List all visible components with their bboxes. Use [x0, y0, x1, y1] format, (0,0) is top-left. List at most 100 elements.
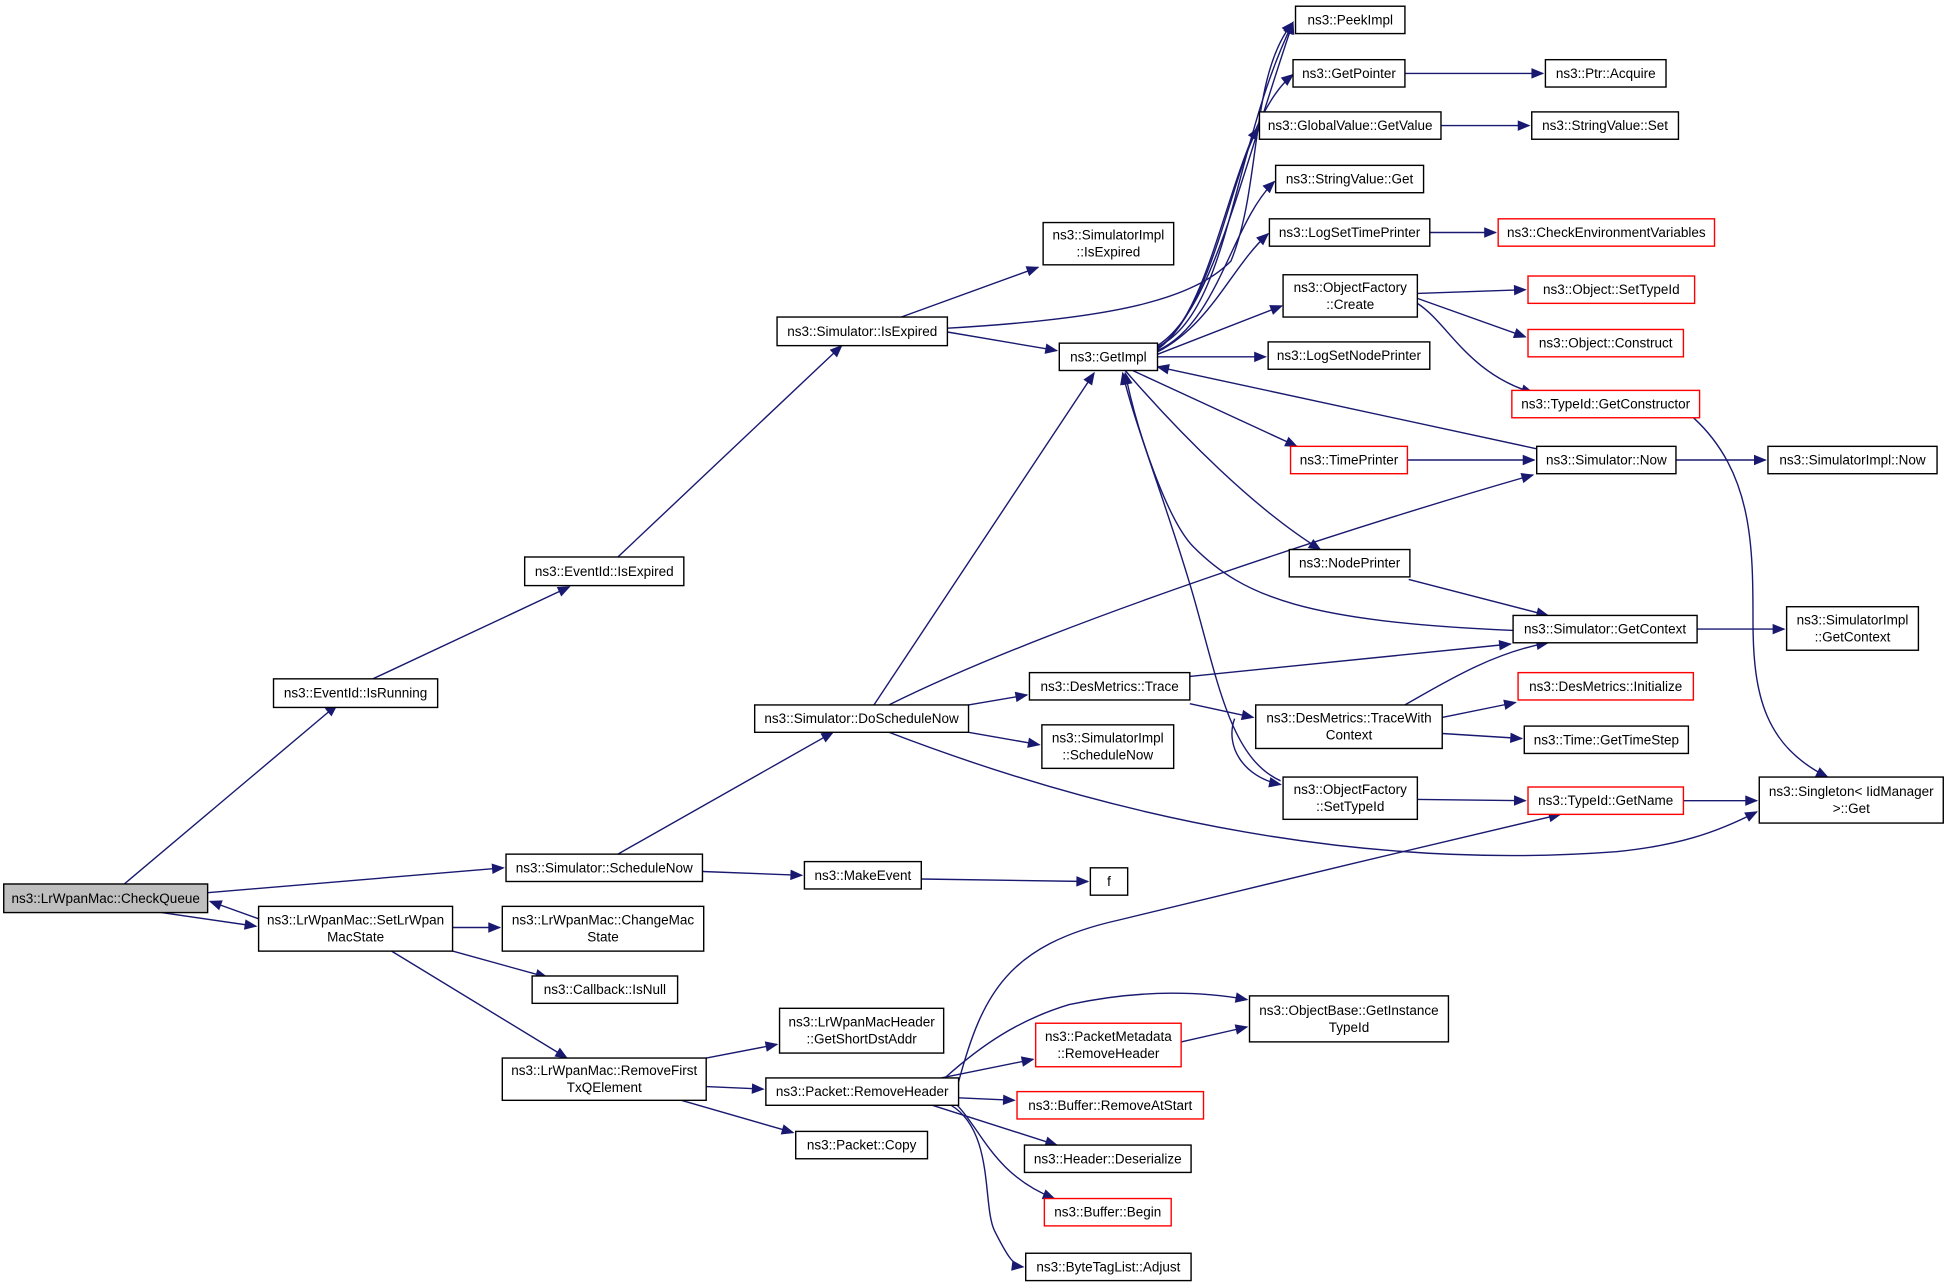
node-label: ns3::GlobalValue::GetValue [1268, 118, 1433, 133]
graph-node-dminit[interactable]: ns3::DesMetrics::Initialize [1517, 671, 1695, 701]
graph-node-getshortdst[interactable]: ns3::LrWpanMacHeader::GetShortDstAddr [778, 1007, 945, 1054]
call-edge-to-hdrdeser [932, 1104, 1058, 1146]
graph-node-pktremovehdr[interactable]: ns3::Packet::RemoveHeader [765, 1077, 960, 1106]
call-edge-to-ofsettypeid [1231, 718, 1281, 786]
graph-node-hdrdeser[interactable]: ns3::Header::Deserialize [1023, 1144, 1192, 1174]
node-box [1512, 614, 1698, 644]
call-edge-to-simgetcontext [1404, 642, 1549, 706]
node-label: ns3::LrWpanMacHeader [788, 1015, 935, 1030]
graph-node-pktcopy[interactable]: ns3::Packet::Copy [795, 1130, 929, 1160]
arrowhead [1020, 1056, 1035, 1067]
graph-node-getpointer[interactable]: ns3::GetPointer [1292, 58, 1406, 88]
arrowhead [1269, 305, 1284, 315]
node-label: ns3::TimePrinter [1300, 453, 1399, 468]
graph-node-btladjust[interactable]: ns3::ByteTagList::Adjust [1025, 1252, 1192, 1282]
arrowhead [1044, 343, 1059, 354]
node-box [1025, 1252, 1192, 1282]
node-label: ns3::Simulator::Now [1546, 453, 1667, 468]
graph-node-strget[interactable]: ns3::StringValue::Get [1274, 164, 1425, 194]
node-label: State [587, 930, 619, 945]
graph-node-pmremovehdr[interactable]: ns3::PacketMetadata::RemoveHeader [1034, 1022, 1182, 1068]
node-label: ::GetShortDstAddr [806, 1032, 917, 1047]
node-box [1016, 1090, 1205, 1120]
graph-node-dmtrace[interactable]: ns3::DesMetrics::Trace [1028, 671, 1191, 701]
graph-node-ofcreate[interactable]: ns3::ObjectFactory::Create [1282, 274, 1419, 318]
node-label: f [1107, 874, 1111, 889]
arrowhead [1240, 709, 1255, 721]
graph-node-gvgetvalue[interactable]: ns3::GlobalValue::GetValue [1258, 111, 1442, 140]
graph-node-implsched[interactable]: ns3::SimulatorImpl::ScheduleNow [1041, 724, 1175, 770]
graph-node-tidgetname[interactable]: ns3::TypeId::GetName [1527, 786, 1685, 816]
node-label: ns3::Packet::RemoveHeader [776, 1084, 949, 1099]
call-edge-to-makeevent [702, 870, 802, 876]
node-box [1058, 342, 1159, 372]
graph-node-peekimpl[interactable]: ns3::PeekImpl [1294, 5, 1406, 35]
node-box [1034, 1022, 1182, 1068]
graph-node-simexpired[interactable]: ns3::Simulator::IsExpired [776, 316, 949, 347]
node-box [1523, 725, 1690, 755]
node-label: ::SetTypeId [1316, 799, 1384, 814]
node-label: ns3::Time::GetTimeStep [1534, 732, 1679, 747]
node-label: ns3::PacketMetadata [1045, 1029, 1172, 1044]
arrowhead [1076, 876, 1090, 887]
graph-node-bufbegin[interactable]: ns3::Buffer::Begin [1043, 1197, 1172, 1227]
arrowhead [1262, 180, 1276, 194]
arrowhead [1025, 266, 1040, 277]
node-box [1282, 274, 1419, 318]
arrowhead [1513, 795, 1527, 806]
node-label: ns3::SimulatorImpl [1797, 612, 1909, 627]
graph-node-singleton[interactable]: ns3::Singleton< IidManager>::Get [1758, 776, 1944, 824]
graph-node-nodeprinter[interactable]: ns3::NodePrinter [1288, 548, 1411, 578]
graph-node-simgetcontext[interactable]: ns3::Simulator::GetContext [1512, 614, 1698, 644]
call-edge-to-dosched [617, 731, 834, 855]
node-label: ns3::TypeId::GetConstructor [1521, 397, 1690, 412]
node-box [1758, 776, 1944, 824]
graph-node-logsetnode[interactable]: ns3::LogSetNodePrinter [1267, 341, 1431, 370]
call-edge-to-objconstruct [1417, 297, 1526, 338]
arrowhead [1280, 73, 1295, 86]
graph-node-getimpl[interactable]: ns3::GetImpl [1058, 342, 1159, 372]
node-box [1767, 445, 1938, 475]
graph-node-isrunning[interactable]: ns3::EventId::IsRunning [272, 678, 439, 709]
node-label: ns3::Ptr::Acquire [1556, 66, 1656, 81]
graph-node-getconstructor[interactable]: ns3::TypeId::GetConstructor [1511, 389, 1701, 419]
graph-node-ofsettypeid[interactable]: ns3::ObjectFactory::SetTypeId [1282, 776, 1419, 821]
node-box [1089, 867, 1129, 896]
graph-node-strset[interactable]: ns3::StringValue::Set [1531, 111, 1680, 140]
node-label: ns3::Simulator::GetContext [1524, 622, 1686, 637]
graph-node-cbisnull[interactable]: ns3::Callback::IsNull [531, 975, 679, 1005]
node-box [523, 556, 685, 587]
graph-node-timeprinter[interactable]: ns3::TimePrinter [1289, 445, 1409, 475]
call-edge-to-singleton [1692, 417, 1828, 778]
graph-node-objsettypeid[interactable]: ns3::Object::SetTypeId [1527, 275, 1696, 305]
graph-node-simnow[interactable]: ns3::Simulator::Now [1536, 445, 1677, 475]
graph-node-bufremove[interactable]: ns3::Buffer::RemoveAtStart [1016, 1090, 1205, 1120]
graph-node-evexpired[interactable]: ns3::EventId::IsExpired [523, 556, 685, 587]
graph-node-checkenv[interactable]: ns3::CheckEnvironmentVariables [1497, 218, 1716, 247]
graph-node-timestep[interactable]: ns3::Time::GetTimeStep [1523, 725, 1690, 755]
graph-node-implnow[interactable]: ns3::SimulatorImpl::Now [1767, 445, 1938, 475]
call-edge-to-getimpl [873, 372, 1095, 706]
arrowhead [1283, 21, 1294, 36]
graph-node-logsettime[interactable]: ns3::LogSetTimePrinter [1268, 218, 1431, 247]
arrowhead [1256, 232, 1270, 246]
graph-node-checkqueue[interactable]: ns3::LrWpanMac::CheckQueue [3, 883, 209, 914]
node-label: ns3::LogSetNodePrinter [1277, 348, 1422, 363]
graph-node-objconstruct[interactable]: ns3::Object::Construct [1527, 328, 1685, 358]
graph-node-implexpired[interactable]: ns3::SimulatorImpl::IsExpired [1042, 221, 1175, 266]
graph-node-dosched[interactable]: ns3::Simulator::DoScheduleNow [753, 704, 970, 734]
graph-node-ptracquire[interactable]: ns3::Ptr::Acquire [1544, 58, 1667, 88]
arrowhead [1014, 691, 1029, 703]
call-edge-to-simexpired [617, 345, 843, 558]
graph-node-schednow[interactable]: ns3::Simulator::ScheduleNow [505, 853, 704, 883]
graph-node-makeevent[interactable]: ns3::MakeEvent [803, 860, 922, 890]
node-box [1255, 704, 1443, 750]
graph-node-implgetcontext[interactable]: ns3::SimulatorImpl::GetContext [1785, 606, 1920, 651]
graph-node-f[interactable]: f [1089, 867, 1129, 896]
